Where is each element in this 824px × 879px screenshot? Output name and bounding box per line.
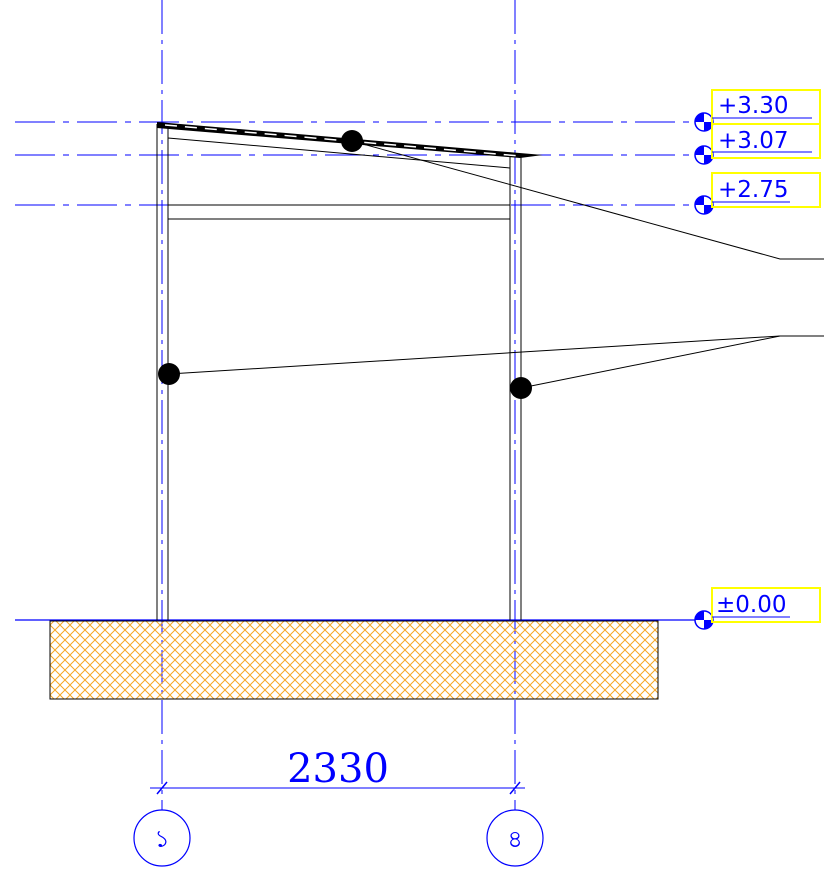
level-label-roof-top: +3.30 (718, 93, 788, 119)
dimension-label: 2330 (287, 746, 389, 792)
level-box-roof-low (711, 123, 821, 159)
leader-columns (168, 335, 824, 389)
level-marker-roof-low: +3.07 (694, 123, 821, 165)
level-box-beam (711, 172, 821, 208)
level-marker-roof-top: +3.30 (694, 89, 821, 132)
axis-bubble-left: ১ (133, 809, 191, 867)
level-label-beam: +2.75 (718, 177, 788, 203)
foundation-slab (49, 620, 659, 700)
level-box-ground (711, 587, 821, 623)
axis-bubble-right: ৪ (486, 809, 544, 867)
leader-roof (351, 140, 824, 260)
dimension-line: 2330 (150, 746, 525, 795)
level-label-roof-low: +3.07 (718, 128, 788, 154)
level-label-ground: ±0.00 (716, 592, 786, 618)
axis-label-right: ৪ (507, 825, 523, 853)
level-marker-beam: +2.75 (694, 172, 821, 215)
beam (168, 204, 510, 220)
level-marker-ground: ±0.00 (694, 587, 821, 630)
axis-label-left: ১ (154, 825, 170, 853)
